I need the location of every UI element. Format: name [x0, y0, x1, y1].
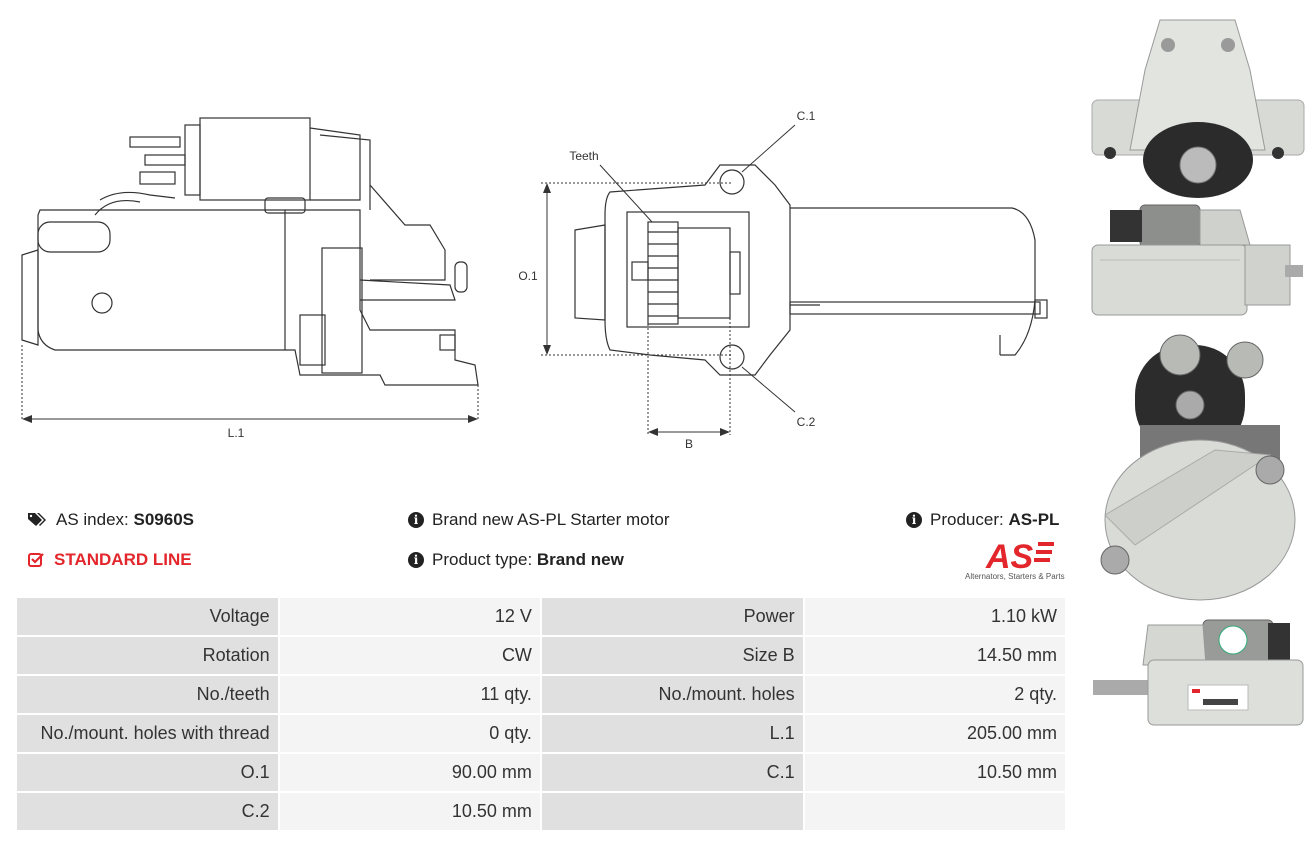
producer-label: Producer: — [930, 510, 1004, 529]
spec-key-cell: Size B — [539, 635, 805, 676]
spec-value-cell: 0 qty. — [277, 713, 542, 754]
spec-key-cell: L.1 — [539, 713, 805, 754]
side-view-drawing: L.1 — [21, 117, 479, 440]
spec-key-cell: Rotation — [15, 635, 280, 676]
as-index-label: AS index: — [56, 510, 129, 529]
label-b: B — [685, 437, 693, 451]
product-type-value: Brand new — [536, 550, 624, 569]
label-c1: C.1 — [797, 109, 816, 123]
spec-value-cell: 11 qty. — [277, 674, 542, 715]
producer: i Producer: AS-PL — [906, 510, 1059, 530]
spec-key-cell: Power — [539, 596, 805, 637]
label-c2: C.2 — [797, 415, 816, 429]
producer-value: AS-PL — [1008, 510, 1060, 529]
as-index-value: S0960S — [133, 510, 195, 529]
as-pl-logo: AS Alternators, Starters & Parts — [960, 538, 1068, 584]
spec-value-cell — [802, 791, 1068, 832]
spec-key-cell: O.1 — [15, 752, 280, 793]
info-icon: i — [408, 512, 424, 528]
product-photo-front[interactable] — [1090, 10, 1306, 200]
spec-value-cell: CW — [277, 635, 542, 676]
description-text: Brand new AS-PL Starter motor — [432, 510, 670, 529]
spec-key-cell: C.2 — [15, 791, 280, 832]
spec-value-cell: 205.00 mm — [802, 713, 1068, 754]
front-view-drawing: O.1 B C.1 C.2 Teeth — [518, 109, 1048, 451]
spec-key-cell: Voltage — [15, 596, 280, 637]
check-square-icon — [28, 553, 44, 567]
logo-graphic: AS — [985, 538, 1054, 576]
spec-value-cell: 1.10 kW — [802, 596, 1068, 637]
spec-key-cell: No./mount. holes — [539, 674, 805, 715]
spec-value-cell: 2 qty. — [802, 674, 1068, 715]
label-l1: L.1 — [228, 426, 245, 440]
info-icon: i — [906, 512, 922, 528]
product-line-label: STANDARD LINE — [54, 550, 192, 569]
spec-key-cell: C.1 — [539, 752, 805, 793]
info-icon: i — [408, 552, 424, 568]
product-photo-rear[interactable] — [1095, 330, 1305, 615]
spec-value-cell: 12 V — [277, 596, 542, 637]
logo-tagline: Alternators, Starters & Parts — [965, 572, 1065, 581]
product-type: i Product type: Brand new — [408, 550, 624, 570]
spec-value-cell: 10.50 mm — [802, 752, 1068, 793]
product-line: STANDARD LINE — [28, 550, 192, 570]
spec-key-cell: No./mount. holes with thread — [15, 713, 280, 754]
spec-value-cell: 14.50 mm — [802, 635, 1068, 676]
spec-key-cell — [539, 791, 805, 832]
spec-value-cell: 90.00 mm — [277, 752, 542, 793]
product-photo-side[interactable] — [1090, 200, 1306, 320]
as-index: AS index: S0960S — [28, 510, 194, 530]
svg-text:AS: AS — [985, 538, 1034, 572]
product-photo-label-side[interactable] — [1088, 615, 1308, 730]
spec-key-cell: No./teeth — [15, 674, 280, 715]
product-type-label: Product type: — [432, 550, 533, 569]
spec-value-cell: 10.50 mm — [277, 791, 542, 832]
tags-icon — [28, 513, 46, 526]
label-teeth: Teeth — [569, 149, 598, 163]
label-o1: O.1 — [518, 269, 538, 283]
description: i Brand new AS-PL Starter motor — [408, 510, 669, 530]
